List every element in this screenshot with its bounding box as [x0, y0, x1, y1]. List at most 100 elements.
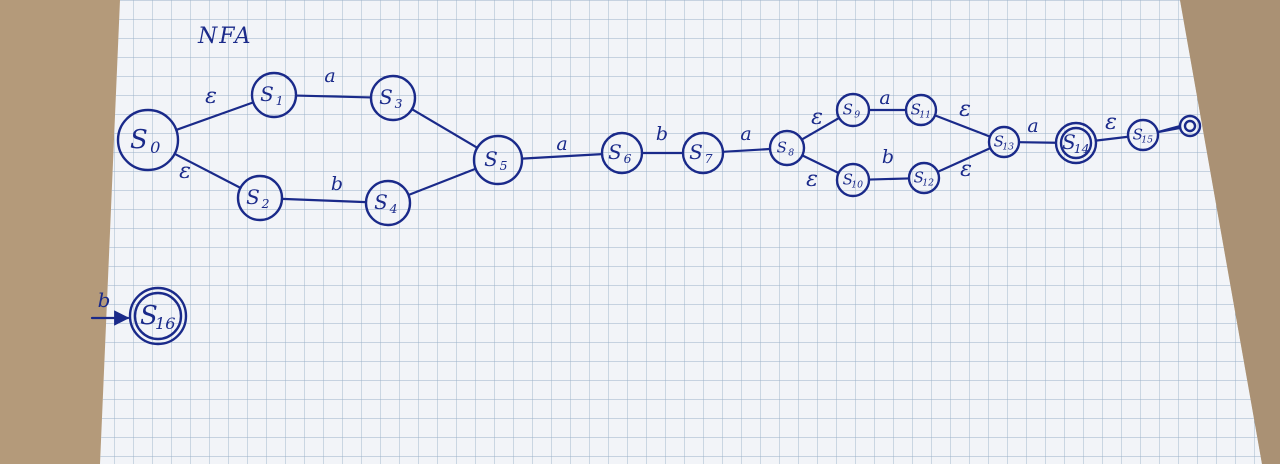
state-circle	[1126, 118, 1160, 152]
state-s_final	[1178, 114, 1202, 138]
final-entry-stroke	[1156, 124, 1182, 134]
state-subscript: 13	[1002, 142, 1014, 153]
transition-label-s2-s4: b	[331, 173, 343, 195]
state-label: S	[260, 82, 274, 106]
state-subscript: 1	[276, 93, 284, 108]
transition-label-s1-s3: a	[324, 65, 335, 87]
transition-s0-s1	[175, 101, 255, 132]
state-s15: S15	[1126, 118, 1160, 152]
right-shadow	[1180, 0, 1280, 464]
state-circle	[369, 74, 417, 122]
state-circle	[600, 131, 644, 175]
transition-label-s0-s2: ε	[179, 159, 191, 184]
transition-s10-s12	[867, 177, 911, 181]
state-label: S	[608, 140, 622, 164]
state-circle	[768, 129, 806, 167]
state-circle	[907, 161, 941, 195]
state-circle	[364, 179, 412, 227]
transition-label-s6-s7: b	[656, 123, 668, 145]
transition-label-s0-s1: ε	[205, 84, 217, 109]
state-circle	[987, 125, 1021, 159]
state-circle	[1178, 114, 1202, 138]
state-s16: S16	[128, 286, 188, 346]
transition-s14-s15	[1094, 135, 1130, 142]
state-subscript: 8	[788, 148, 794, 159]
state-s10: S10	[835, 162, 871, 198]
state-circle	[128, 286, 188, 346]
state-subscript: 7	[705, 151, 713, 166]
transition-label-s8-s10: ε	[806, 167, 818, 192]
state-circle	[250, 71, 298, 119]
transition-s12-s13	[936, 147, 992, 173]
transition-label-s8-s9: ε	[811, 105, 823, 130]
state-circle	[116, 108, 180, 172]
transition-s4-s5	[407, 167, 477, 197]
state-label: S	[914, 169, 924, 187]
transition-s0-s2	[173, 152, 242, 189]
state-label: S	[140, 301, 158, 331]
transition-s3-s5	[410, 108, 479, 149]
state-circle	[1054, 121, 1098, 165]
transition-label-s5-s6: a	[556, 133, 567, 155]
transition-label-s11-s13: ε	[959, 97, 971, 122]
state-label: S	[1133, 126, 1143, 144]
state-circle	[472, 134, 524, 186]
state-circle	[236, 174, 284, 222]
state-label: S	[130, 125, 148, 155]
transition-label-s14-s15: ε	[1105, 110, 1117, 135]
state-subscript: 6	[624, 151, 632, 166]
state-subscript: 5	[500, 158, 508, 173]
edges-layer	[173, 94, 1182, 204]
state-subscript: 3	[395, 96, 403, 111]
state-s12: S12	[907, 161, 941, 195]
state-subscript: 16	[155, 314, 176, 333]
state-label: S	[484, 147, 498, 171]
transition-s7-s8	[721, 147, 772, 153]
transition-label-s10-s12: b	[882, 146, 894, 168]
standalone-input-label: b	[98, 288, 111, 312]
state-subscript: 10	[851, 180, 863, 191]
state-circle	[835, 92, 871, 128]
state-label: S	[689, 140, 703, 164]
transition-s1-s3	[294, 94, 373, 99]
state-label: S	[911, 101, 921, 119]
state-subscript: 15	[1141, 135, 1153, 146]
state-circle	[835, 162, 871, 198]
accepting-ring	[1059, 126, 1093, 160]
paper-grid	[100, 0, 1262, 464]
state-s11: S11	[904, 93, 938, 127]
state-subscript: 14	[1074, 141, 1090, 156]
diagram-title: NFA	[197, 24, 253, 49]
transition-s5-s6	[520, 153, 604, 160]
state-subscript: 12	[922, 178, 934, 189]
transition-s2-s4	[280, 197, 368, 204]
state-label: S	[843, 171, 853, 189]
state-s13: S13	[987, 125, 1021, 159]
state-subscript: 9	[854, 110, 860, 121]
state-s14: S14	[1054, 121, 1098, 165]
state-label: S	[1062, 130, 1076, 154]
transition-label-s12-s13: ε	[960, 157, 972, 182]
state-subscript: 0	[150, 138, 160, 157]
state-label: S	[843, 101, 853, 119]
state-circle	[681, 131, 725, 175]
state-subscript: 2	[261, 196, 270, 211]
transition-s13-s14	[1017, 141, 1058, 144]
state-label: S	[994, 133, 1004, 151]
transition-label-s13-s14: a	[1027, 115, 1038, 137]
accepting-ring	[133, 291, 183, 341]
state-label: S	[379, 85, 393, 109]
transition-s8-s10	[801, 154, 840, 175]
state-subscript: 4	[389, 201, 398, 216]
transition-s8-s9	[800, 116, 841, 141]
